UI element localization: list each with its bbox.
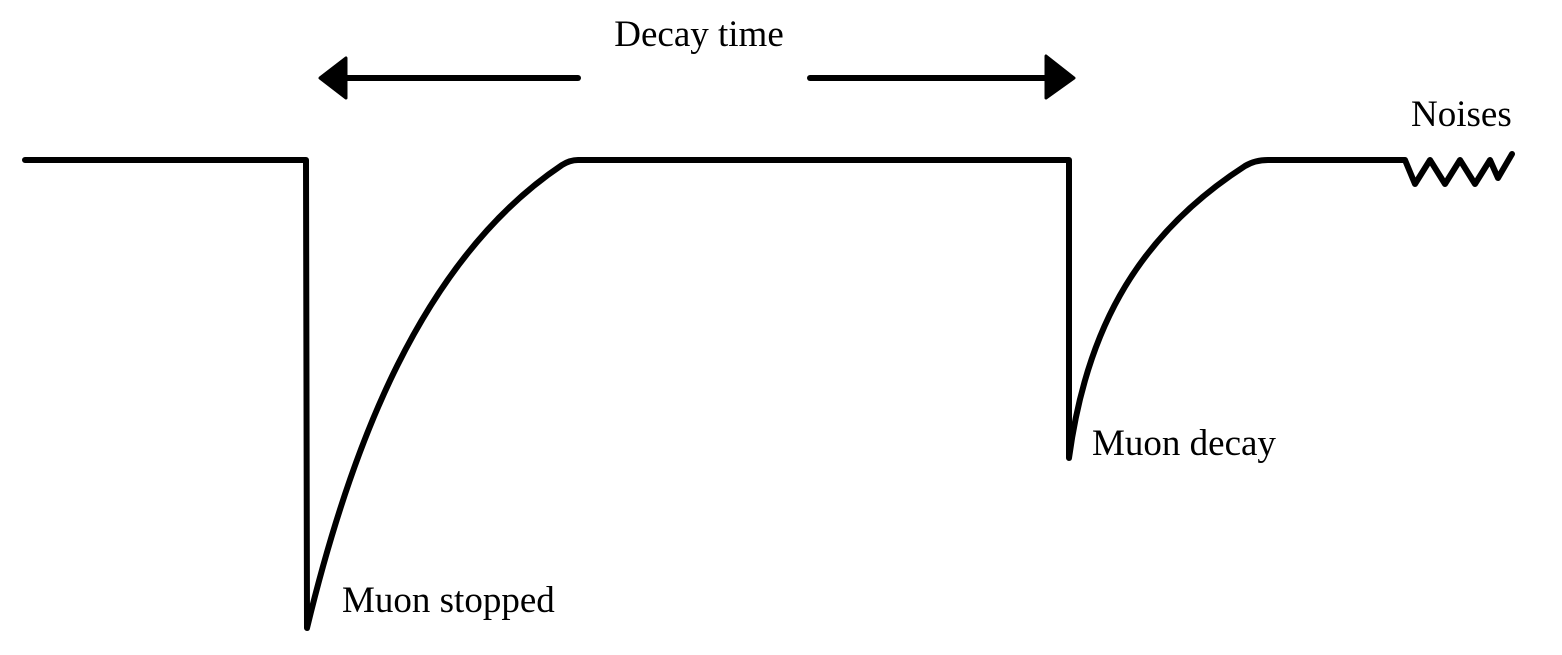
decay-time-label: Decay time bbox=[614, 14, 784, 55]
muon-decay-label: Muon decay bbox=[1092, 423, 1276, 464]
signal-waveform bbox=[22, 151, 1515, 631]
noise-label: Noises bbox=[1411, 94, 1512, 135]
muon-stopped-label: Muon stopped bbox=[342, 580, 555, 621]
decay-time-left-arrowhead bbox=[318, 56, 348, 100]
decay-time-indicator: Decay time bbox=[318, 14, 1076, 100]
decay-time-right-arrowhead bbox=[1044, 54, 1076, 100]
